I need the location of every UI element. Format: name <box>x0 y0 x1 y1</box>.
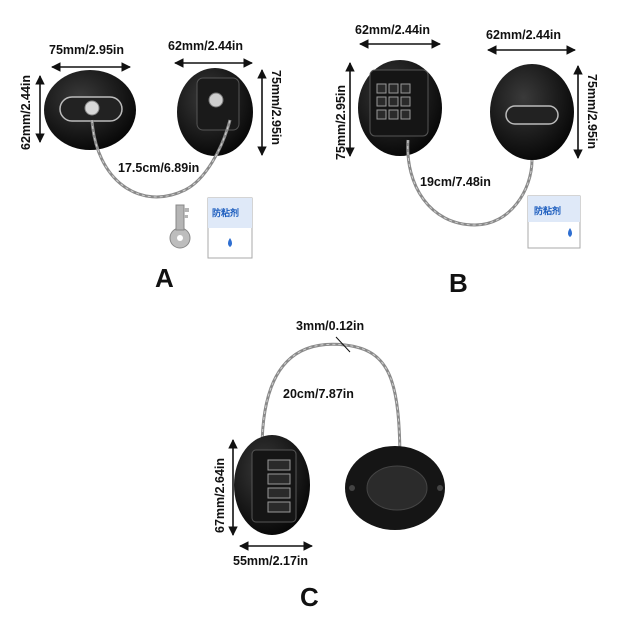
c-cable-label: 20cm/7.87in <box>283 387 354 401</box>
b-adhesive-title: 防粘剂 <box>534 205 561 217</box>
c-width-label: 55mm/2.17in <box>233 554 308 568</box>
panel-a-label: A <box>155 263 174 293</box>
left-lock-button <box>84 100 100 116</box>
b-cable-label: 19cm/7.48in <box>420 175 491 189</box>
a-adhesive-title: 防粘剂 <box>212 207 239 219</box>
panel-b: 62mm/2.44in 75mm/2.95in 62mm/2.44in 75mm… <box>334 23 599 298</box>
c-thickness-label: 3mm/0.12in <box>296 319 364 333</box>
c-combination-dials <box>267 459 291 513</box>
c-right-dome <box>366 465 428 511</box>
combination-dials <box>376 83 411 120</box>
a-right-height-label: 75mm/2.95in <box>269 70 283 145</box>
b-left-width-label: 62mm/2.44in <box>355 23 430 37</box>
panel-b-label: B <box>449 268 468 298</box>
b-right-width-label: 62mm/2.44in <box>486 28 561 42</box>
b-right-slot <box>505 105 559 125</box>
panel-c: 3mm/0.12in 20cm/7.87in 67mm/2.64in 55mm/… <box>213 319 445 612</box>
panel-a: 75mm/2.95in 62mm/2.44in 62mm/2.44in 75mm… <box>19 39 283 293</box>
adhesive-packet-b: 防粘剂 <box>527 195 581 249</box>
a-left-width-label: 75mm/2.95in <box>49 43 124 57</box>
adhesive-packet-a: 防粘剂 <box>207 197 253 259</box>
a-left-height-label: 62mm/2.44in <box>19 75 33 150</box>
a-cable-label: 17.5cm/6.89in <box>118 161 199 175</box>
b-right-height-label: 75mm/2.95in <box>585 74 599 149</box>
c-height-label: 67mm/2.64in <box>213 458 227 533</box>
key-icon <box>169 204 191 249</box>
panel-c-label: C <box>300 582 319 612</box>
keyhole-icon <box>208 92 224 108</box>
a-right-width-label: 62mm/2.44in <box>168 39 243 53</box>
b-left-height-label: 75mm/2.95in <box>334 85 348 160</box>
